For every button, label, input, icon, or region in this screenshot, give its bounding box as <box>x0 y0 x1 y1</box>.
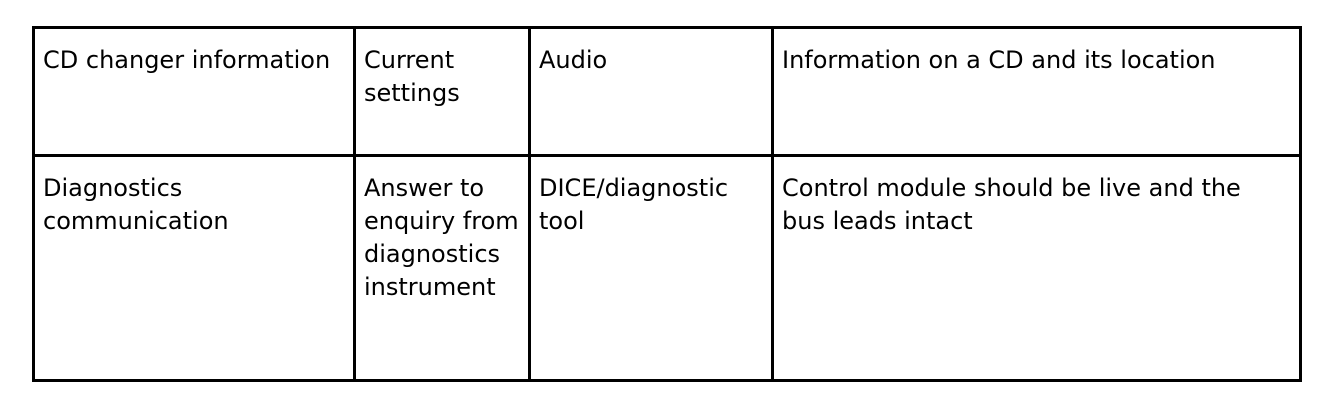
table-cell-details: Control module should be live and the bu… <box>771 154 1302 382</box>
table-cell-function: CD changer information <box>32 26 356 157</box>
table-cell-function: Diagnostics communication <box>32 154 356 382</box>
table-cell-system: DICE/diagnostic tool <box>528 154 774 382</box>
table-cell-details: Information on a CD and its location <box>771 26 1302 157</box>
table-cell-system: Audio <box>528 26 774 157</box>
table-cell-description: Answer to enquiry from diagnostics instr… <box>353 154 531 382</box>
table-cell-description: Current settings <box>353 26 531 157</box>
table-row: CD changer information Current settings … <box>32 26 1302 157</box>
function-table: CD changer information Current settings … <box>32 26 1302 382</box>
table-row: Diagnostics communication Answer to enqu… <box>32 154 1302 382</box>
